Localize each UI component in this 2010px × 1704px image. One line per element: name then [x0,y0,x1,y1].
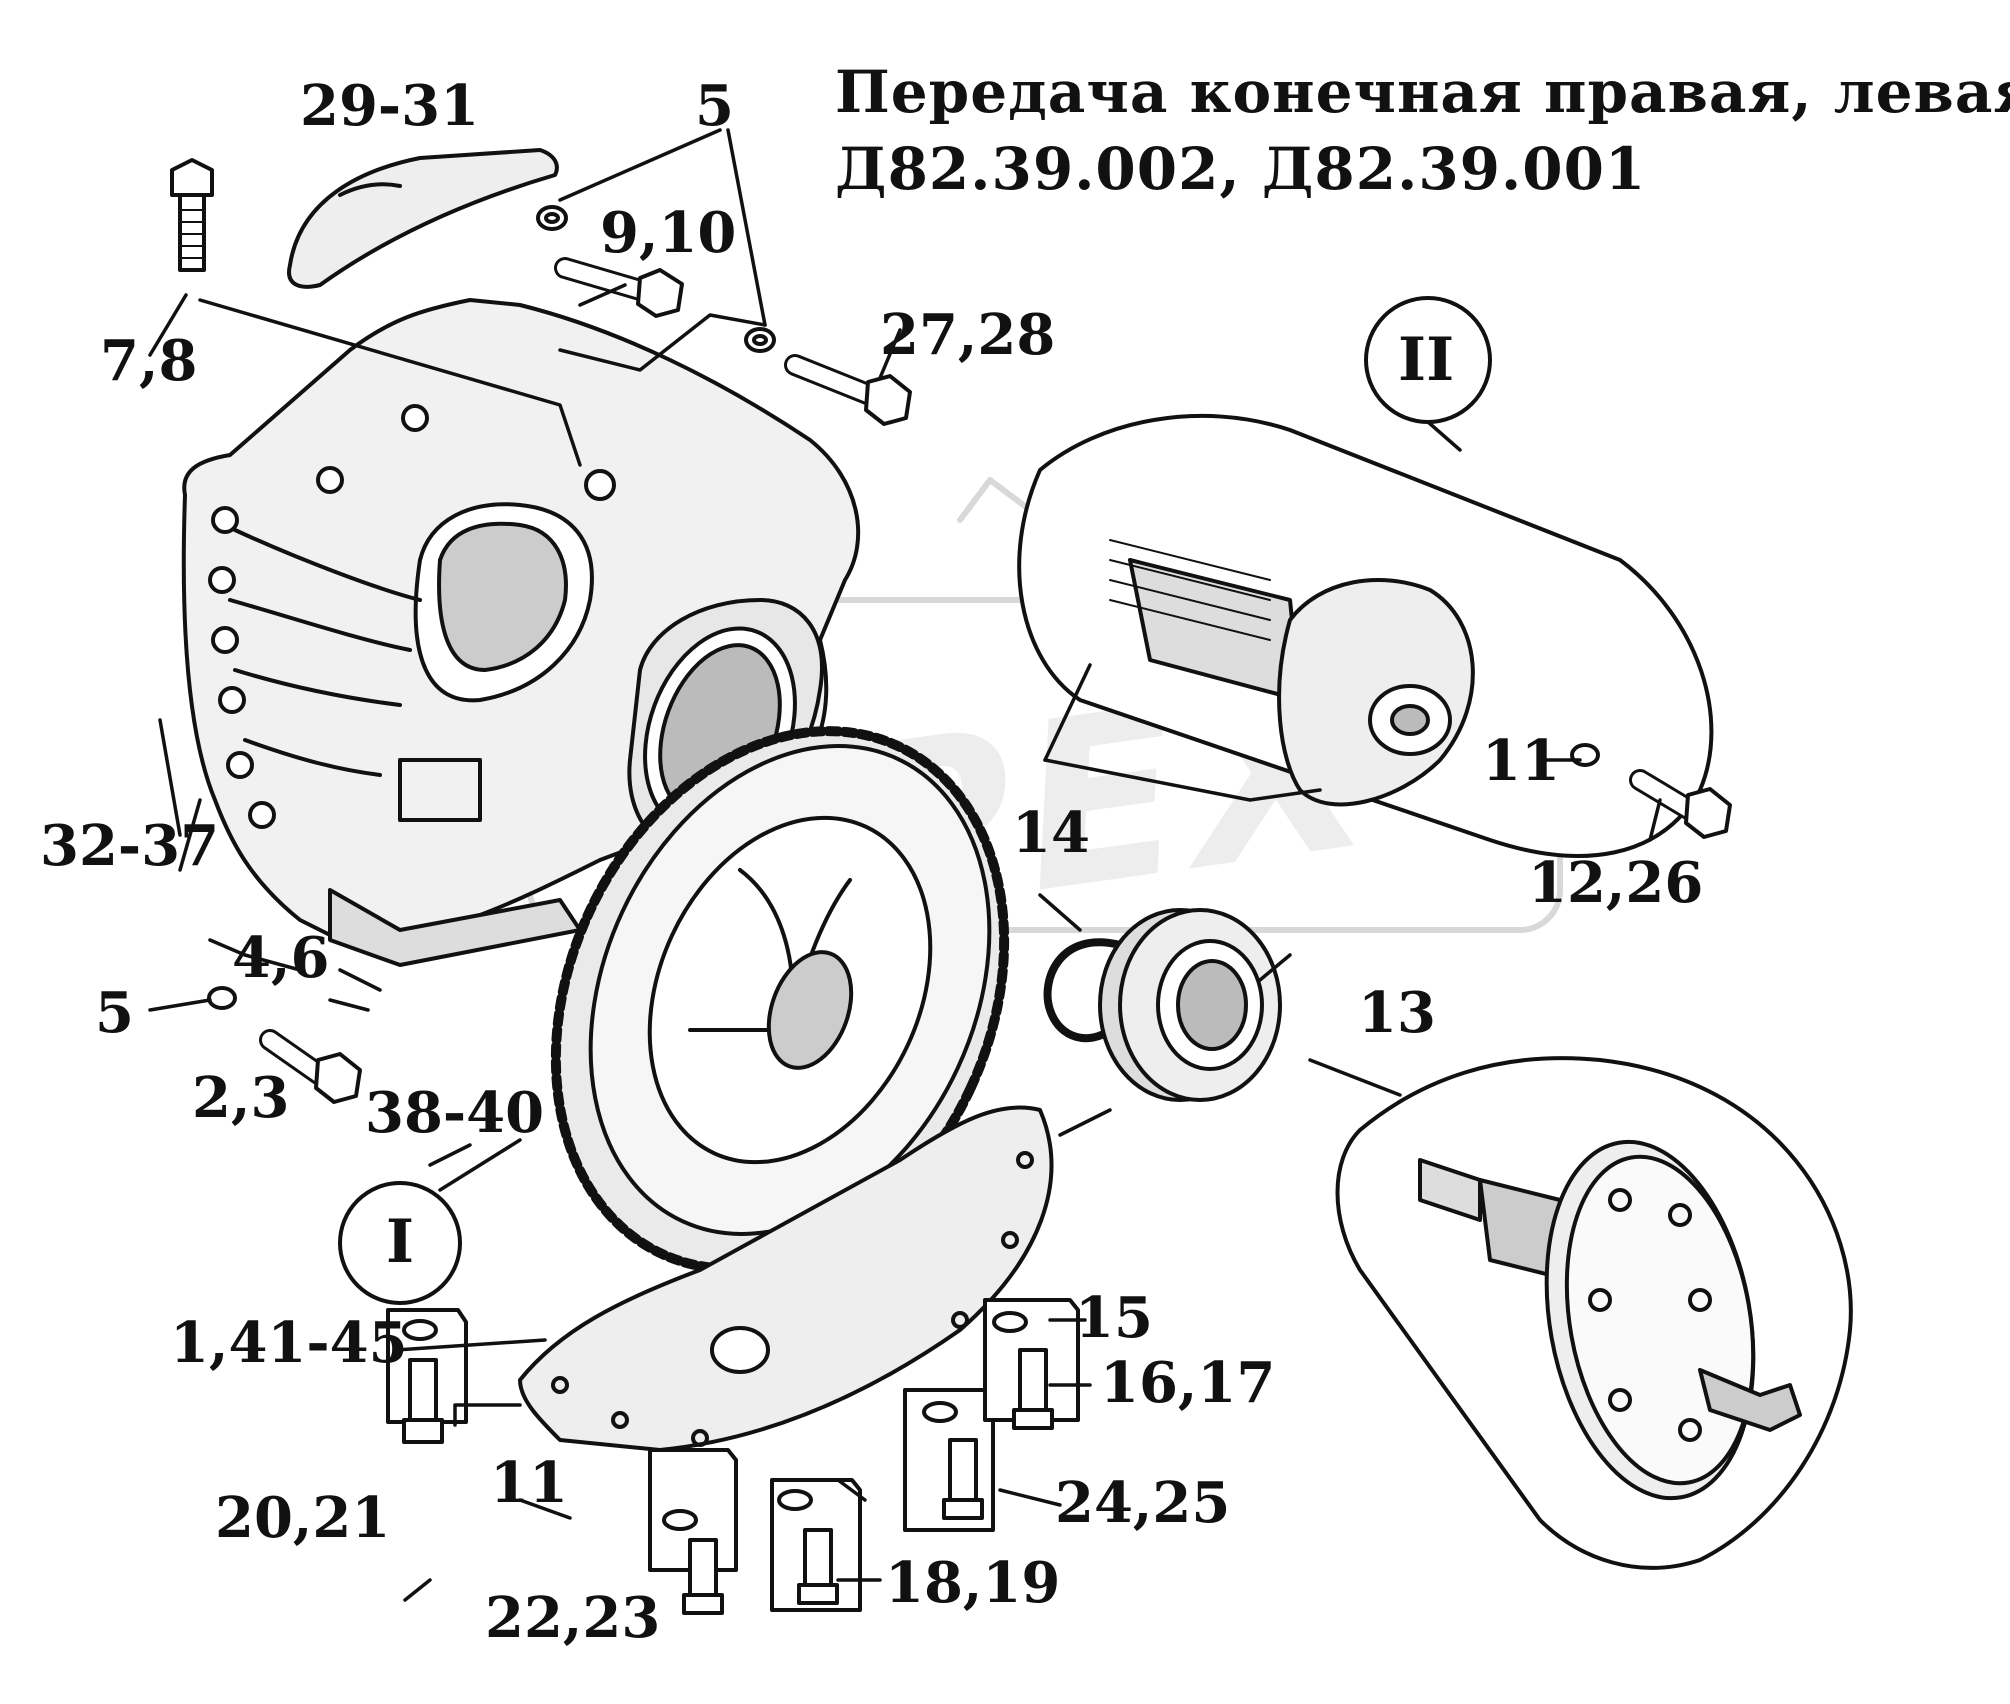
callout-22-23: 22,23 [485,1585,661,1651]
callout-24-25: 24,25 [1055,1470,1231,1536]
bearing [1098,908,1282,1102]
washer-5-top [536,205,568,231]
callout-11-bottom: 11 [490,1450,568,1516]
bolt-7-8 [170,158,214,272]
callout-7-8: 7,8 [100,328,198,394]
callout-5-left: 5 [95,980,134,1046]
leader-lines [148,128,1662,1602]
bolt-group-bottom [386,1298,1080,1615]
callout-2-3: 2,3 [192,1065,290,1131]
callout-12-26: 12,26 [1528,850,1704,916]
diagram-title-line2: Д82.39.002, Д82.39.001 [835,135,1647,203]
assembly-ii [1017,413,1732,858]
callout-9-10: 9,10 [600,200,737,266]
callout-11-right: 11 [1482,728,1560,794]
callout-4-6: 4,6 [232,925,330,991]
assembly-i-circle [338,1181,462,1305]
bolt-2-3 [259,1029,362,1104]
callout-32-37: 32-37 [40,813,220,879]
shaft-flange-assembly [1335,1056,1853,1570]
callout-13: 13 [1358,980,1436,1046]
callout-20-21: 20,21 [215,1485,391,1551]
callout-5-top: 5 [695,73,734,139]
snap-ring [1043,938,1124,1043]
assembly-i-label: I [386,1207,415,1277]
assembly-ii-label: II [1398,325,1455,395]
callout-18-19: 18,19 [885,1550,1061,1616]
callout-15: 15 [1075,1285,1153,1351]
callout-38-40: 38-40 [365,1080,545,1146]
cover-part [287,148,559,289]
callout-29-31: 29-31 [300,73,480,139]
gear [550,726,1010,1274]
washer-5-left [207,986,237,1010]
cover-plate [518,1105,1054,1452]
callout-1-41-45: 1,41-45 [170,1310,408,1376]
callout-27-28: 27,28 [880,302,1056,368]
washer-5-mid [744,327,776,353]
callout-16-17: 16,17 [1100,1350,1276,1416]
diagram-title-line1: Передача конечная правая, левая [835,58,2010,126]
callout-14: 14 [1012,800,1090,866]
bolt-27-28 [784,354,912,426]
bolt-9-10 [554,257,684,318]
